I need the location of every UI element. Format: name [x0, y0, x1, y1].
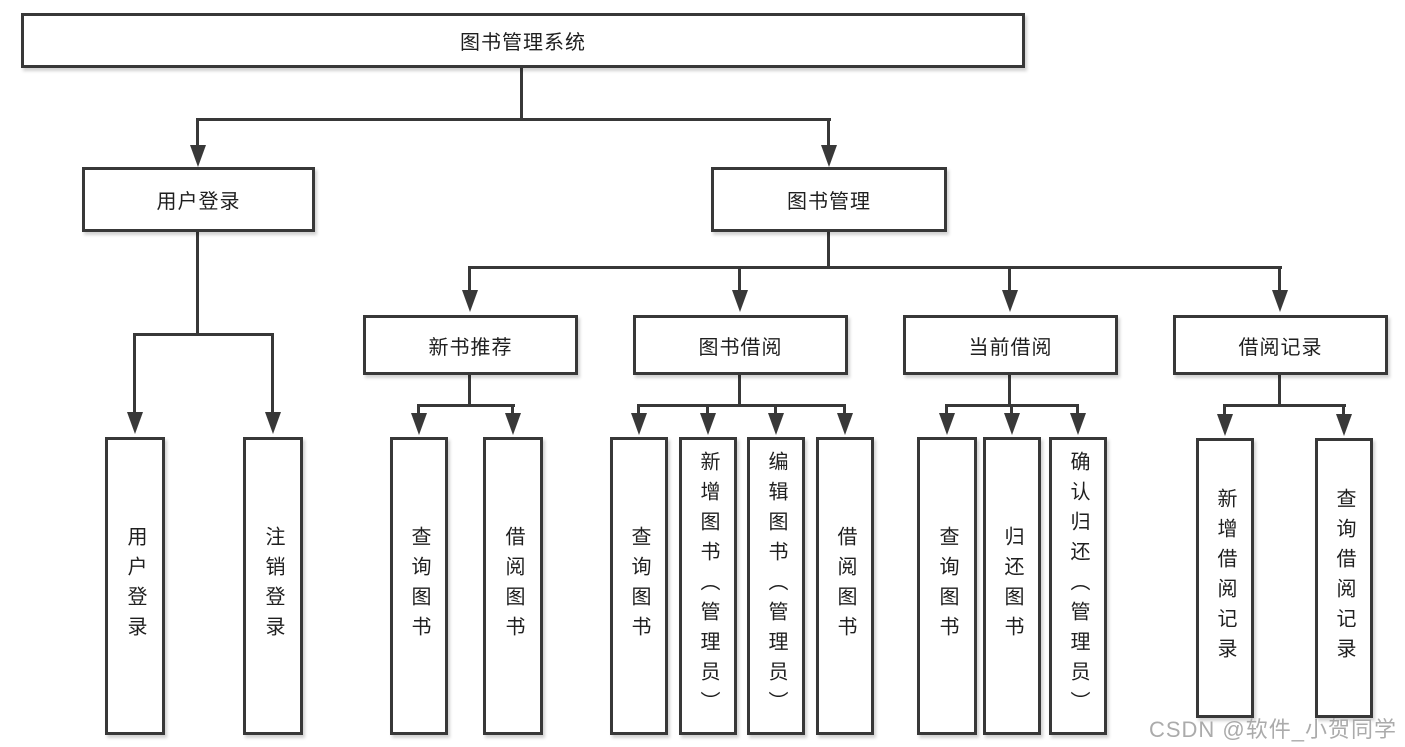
connector-bookmgmt-drop-1 [468, 266, 471, 292]
connector-root-drop-left [196, 120, 199, 147]
leaf-borrow-books-recommend-label: 借阅图书 [502, 526, 524, 646]
node-book-management-label: 图书管理 [787, 191, 871, 213]
connector-bookmgmt-drop-3 [1008, 266, 1011, 292]
arrow-down-icon [1217, 414, 1233, 436]
connector-bookmgmt-drop-2 [738, 266, 741, 292]
connector-m1-horizontal [417, 404, 515, 407]
connector-userlogin-drop-1 [133, 333, 136, 413]
leaf-confirm-return-admin-label: 确认归还（管理员） [1067, 451, 1089, 721]
leaf-borrow-books-borrow: 借阅图书 [816, 437, 874, 735]
node-user-login-label: 用户登录 [156, 191, 241, 213]
connector-userlogin-stem [196, 232, 199, 335]
arrow-down-icon [127, 412, 143, 434]
arrow-down-icon [1272, 290, 1288, 312]
leaf-add-book-admin: 新增图书（管理员） [679, 437, 737, 735]
connector-m4-drop-1 [1223, 404, 1226, 416]
node-library-system-label: 图书管理系统 [460, 32, 586, 54]
connector-bookmgmt-drop-4 [1278, 266, 1281, 292]
leaf-query-books-borrow-label: 查询图书 [628, 526, 650, 646]
arrow-down-icon [700, 413, 716, 435]
leaf-borrow-books-borrow-label: 借阅图书 [834, 526, 856, 646]
arrow-down-icon [821, 145, 837, 167]
leaf-query-books-recommend-label: 查询图书 [408, 526, 430, 646]
leaf-return-book: 归还图书 [983, 437, 1041, 735]
connector-m4-stem [1278, 375, 1281, 406]
leaf-add-borrow-record-label: 新增借阅记录 [1214, 488, 1236, 668]
connector-m2-drop-3 [774, 404, 777, 416]
node-book-borrow-label: 图书借阅 [698, 336, 783, 359]
arrow-down-icon [939, 413, 955, 435]
node-borrow-records-label: 借阅记录 [1238, 336, 1323, 359]
leaf-logout: 注销登录 [243, 437, 303, 735]
connector-userlogin-horizontal [133, 333, 274, 336]
leaf-user-login-label: 用户登录 [124, 526, 146, 646]
arrow-down-icon [768, 413, 784, 435]
connector-root-stem [520, 68, 523, 120]
arrow-down-icon [1336, 414, 1352, 436]
leaf-add-book-admin-label: 新增图书（管理员） [697, 451, 719, 721]
arrow-down-icon [1004, 413, 1020, 435]
connector-m2-horizontal [637, 404, 846, 407]
connector-m2-drop-1 [637, 404, 640, 416]
leaf-query-books-current: 查询图书 [917, 437, 977, 735]
connector-userlogin-drop-2 [271, 333, 274, 413]
node-library-system: 图书管理系统 [21, 13, 1025, 68]
connector-m1-stem [468, 375, 471, 406]
leaf-borrow-books-recommend: 借阅图书 [483, 437, 543, 735]
arrow-down-icon [505, 413, 521, 435]
connector-bookmgmt-horizontal [468, 266, 1282, 269]
arrow-down-icon [411, 413, 427, 435]
connector-m3-drop-3 [1076, 404, 1079, 416]
arrow-down-icon [1002, 290, 1018, 312]
leaf-query-borrow-record: 查询借阅记录 [1315, 438, 1373, 718]
arrow-down-icon [190, 145, 206, 167]
connector-m1-drop-2 [511, 404, 514, 416]
connector-m2-drop-4 [843, 404, 846, 416]
connector-m3-stem [1008, 375, 1011, 406]
arrow-down-icon [631, 413, 647, 435]
csdn-watermark: CSDN @软件_小贺同学 [1148, 717, 1397, 742]
node-new-book-recommend-label: 新书推荐 [428, 336, 513, 359]
arrow-down-icon [462, 290, 478, 312]
node-book-borrow: 图书借阅 [633, 315, 848, 375]
connector-bookmgmt-stem [827, 232, 830, 268]
node-borrow-records: 借阅记录 [1173, 315, 1388, 375]
leaf-query-books-current-label: 查询图书 [936, 526, 958, 646]
connector-m2-stem [738, 375, 741, 406]
connector-m3-drop-2 [1010, 404, 1013, 416]
arrow-down-icon [265, 412, 281, 434]
leaf-confirm-return-admin: 确认归还（管理员） [1049, 437, 1107, 735]
node-current-borrow-label: 当前借阅 [968, 336, 1053, 359]
leaf-edit-book-admin: 编辑图书（管理员） [747, 437, 805, 735]
connector-root-drop-right [827, 120, 830, 147]
arrow-down-icon [1070, 413, 1086, 435]
arrow-down-icon [837, 413, 853, 435]
leaf-query-books-borrow: 查询图书 [610, 437, 668, 735]
node-user-login: 用户登录 [82, 167, 315, 232]
leaf-return-book-label: 归还图书 [1001, 526, 1023, 646]
node-book-management: 图书管理 [711, 167, 947, 232]
leaf-user-login: 用户登录 [105, 437, 165, 735]
connector-root-horizontal [196, 118, 831, 121]
connector-m3-drop-1 [945, 404, 948, 416]
node-new-book-recommend: 新书推荐 [363, 315, 578, 375]
connector-m4-drop-2 [1342, 404, 1345, 416]
connector-m4-horizontal [1223, 404, 1346, 407]
leaf-edit-book-admin-label: 编辑图书（管理员） [765, 451, 787, 721]
leaf-query-books-recommend: 查询图书 [390, 437, 448, 735]
leaf-logout-label: 注销登录 [262, 526, 284, 646]
leaf-add-borrow-record: 新增借阅记录 [1196, 438, 1254, 718]
connector-m1-drop-1 [417, 404, 420, 416]
leaf-query-borrow-record-label: 查询借阅记录 [1333, 488, 1355, 668]
arrow-down-icon [732, 290, 748, 312]
connector-m2-drop-2 [706, 404, 709, 416]
node-current-borrow: 当前借阅 [903, 315, 1118, 375]
